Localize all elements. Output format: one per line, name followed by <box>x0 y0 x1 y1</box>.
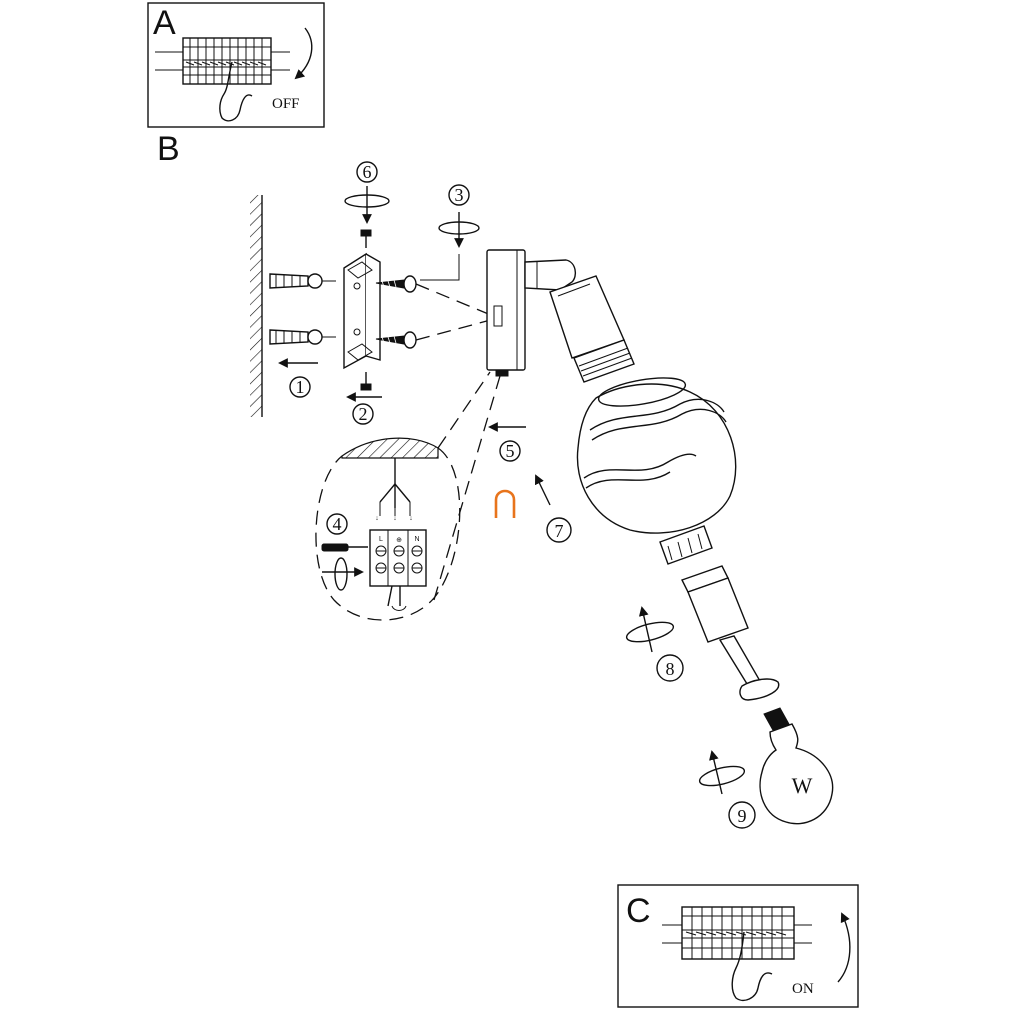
u-shape-icon <box>494 489 516 518</box>
panel-c-frame <box>617 884 859 1008</box>
screw-icon <box>360 229 372 248</box>
leader-line <box>420 254 460 281</box>
panel-b-letter: B <box>157 130 180 168</box>
step-3-label: 3 <box>455 185 464 205</box>
terminal-label-l: L <box>379 536 383 543</box>
wiring-detail: ↓ ↓ ↓ L ⊕ N <box>315 371 501 621</box>
step-1-circle <box>289 376 311 398</box>
lamp-holder <box>549 275 635 383</box>
panel-a-frame <box>147 2 325 128</box>
lamp-base-plate <box>486 249 526 377</box>
circuit-breaker-icon <box>662 906 812 960</box>
wall-plug-icon <box>269 273 336 289</box>
svg-text:↓: ↓ <box>409 515 413 522</box>
terminal-label-earth: ⊕ <box>396 537 402 544</box>
step-4-label: 4 <box>333 514 342 534</box>
panel-c-letter: C <box>626 892 651 930</box>
screw-icon <box>375 275 417 293</box>
step-6-circle <box>356 161 378 183</box>
alignment-line <box>415 283 499 319</box>
ring-nut <box>659 525 713 565</box>
svg-text:↓: ↓ <box>375 515 379 522</box>
step-8-circle <box>656 654 684 682</box>
screwdriver-icon <box>321 543 368 552</box>
step-2-circle <box>352 403 374 425</box>
mounting-bracket <box>343 252 381 370</box>
rotate-icon <box>698 765 746 787</box>
terminal-block <box>369 529 427 587</box>
wall-plug-icon <box>269 329 336 345</box>
step-5-circle <box>499 440 521 462</box>
screw-icon <box>360 372 372 391</box>
panel-a: A OFF <box>147 2 325 128</box>
circuit-breaker-icon <box>155 37 290 85</box>
bulb-icon: W <box>759 707 834 825</box>
step-3-circle <box>448 184 470 206</box>
bulb-letter: W <box>792 773 813 798</box>
arrow-icon <box>709 750 723 795</box>
step-8-label: 8 <box>666 659 675 679</box>
step-7-circle <box>546 517 572 543</box>
arrow-icon <box>638 606 653 653</box>
panel-c: C ON <box>617 884 859 1008</box>
rotate-icon <box>334 557 348 591</box>
step-9-label: 9 <box>738 806 747 826</box>
svg-text:↓: ↓ <box>393 515 397 522</box>
step-5-label: 5 <box>506 441 515 461</box>
terminal-label-n: N <box>414 536 419 543</box>
step-1-label: 1 <box>296 377 305 397</box>
alignment-line <box>415 317 499 341</box>
step-6-label: 6 <box>363 162 372 182</box>
step-7-label: 7 <box>555 521 564 541</box>
wall-hatch-icon <box>250 195 263 417</box>
rotate-icon <box>625 621 675 643</box>
panel-a-switch-label: OFF <box>272 96 300 112</box>
panel-c-switch-label: ON <box>792 981 814 997</box>
step-9-circle <box>728 801 756 829</box>
panel-a-letter: A <box>153 4 176 42</box>
hand-icon <box>219 61 253 122</box>
hand-icon <box>731 931 773 1002</box>
arrow-icon <box>534 474 551 506</box>
step-2-label: 2 <box>359 404 368 424</box>
screw-icon <box>375 331 417 349</box>
arrow-icon <box>294 27 313 80</box>
lamp-socket <box>681 565 780 701</box>
glass-shade <box>576 377 737 534</box>
step-4-circle <box>326 513 348 535</box>
arrow-icon <box>837 912 851 983</box>
